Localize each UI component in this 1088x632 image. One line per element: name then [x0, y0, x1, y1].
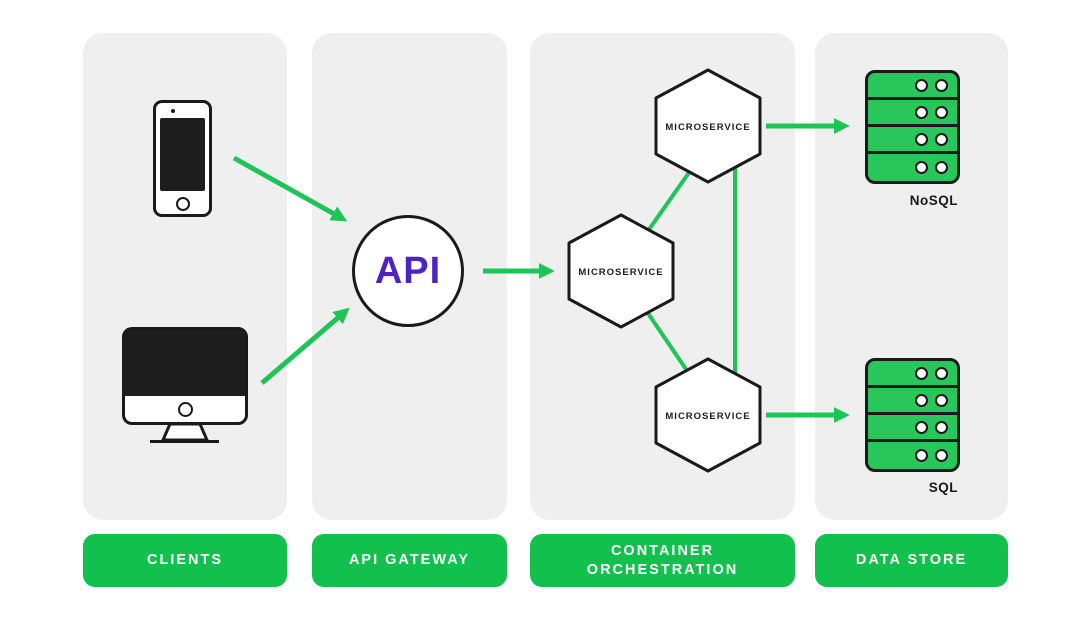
- container-orchestration-label-text: CONTAINER ORCHESTRATION: [586, 543, 739, 578]
- server-led: [935, 366, 948, 380]
- microservice-label: MICROSERVICE: [665, 411, 750, 422]
- arrow-phone-to-api: [232, 155, 348, 222]
- microservice-label: MICROSERVICE: [665, 122, 750, 133]
- desktop-power-dot: [177, 401, 193, 417]
- server-slot: [868, 415, 957, 442]
- microservice-hexagon-bottom: MICROSERVICE: [654, 357, 762, 473]
- nosql-label: NoSQL: [909, 193, 958, 208]
- server-led: [915, 132, 928, 146]
- column-label-data-store: DATA STORE: [815, 534, 1008, 587]
- server-led: [915, 449, 928, 462]
- server-slot: [868, 361, 957, 388]
- server-led: [935, 78, 948, 92]
- server-led: [915, 78, 928, 92]
- server-slot: [868, 442, 957, 469]
- column-label-clients: CLIENTS: [83, 534, 287, 587]
- link-microservice2-microservice3: [641, 304, 694, 380]
- server-led: [935, 420, 948, 434]
- server-slot: [868, 73, 957, 100]
- smartphone-icon: [153, 100, 212, 217]
- server-led: [935, 105, 948, 119]
- microservice-hexagon-top: MICROSERVICE: [654, 68, 762, 184]
- server-led: [915, 393, 928, 407]
- server-led: [915, 161, 928, 174]
- nosql-server-icon: [865, 70, 960, 184]
- server-led: [915, 366, 928, 380]
- server-led: [935, 449, 948, 462]
- server-led: [935, 132, 948, 146]
- desktop-monitor-icon: [122, 327, 248, 425]
- server-led: [935, 393, 948, 407]
- server-slot: [868, 100, 957, 127]
- sql-label: SQL: [928, 480, 958, 495]
- api-gateway-label-text: API GATEWAY: [348, 552, 471, 569]
- column-label-api-gateway: API GATEWAY: [312, 534, 507, 587]
- server-slot: [868, 388, 957, 415]
- desktop-chin: [125, 396, 245, 422]
- server-led: [915, 420, 928, 434]
- api-label: API: [374, 249, 442, 292]
- server-led: [935, 161, 948, 174]
- column-label-container-orchestration: CONTAINER ORCHESTRATION: [530, 534, 795, 587]
- arrow-desktop-to-api: [260, 307, 350, 385]
- data-store-label-text: DATA STORE: [855, 552, 968, 569]
- link-microservice1-microservice2: [641, 162, 697, 240]
- phone-camera-dot: [171, 109, 175, 113]
- phone-home-button: [175, 197, 190, 211]
- api-gateway-node: API: [352, 215, 464, 327]
- microservice-hexagon-middle: MICROSERVICE: [567, 213, 675, 329]
- server-led: [915, 105, 928, 119]
- phone-screen: [160, 118, 205, 191]
- microservice-label: MICROSERVICE: [578, 267, 663, 278]
- desktop-stand: [160, 422, 210, 442]
- clients-label-text: CLIENTS: [146, 552, 224, 569]
- server-slot: [868, 154, 957, 181]
- server-slot: [868, 127, 957, 154]
- sql-server-icon: [865, 358, 960, 472]
